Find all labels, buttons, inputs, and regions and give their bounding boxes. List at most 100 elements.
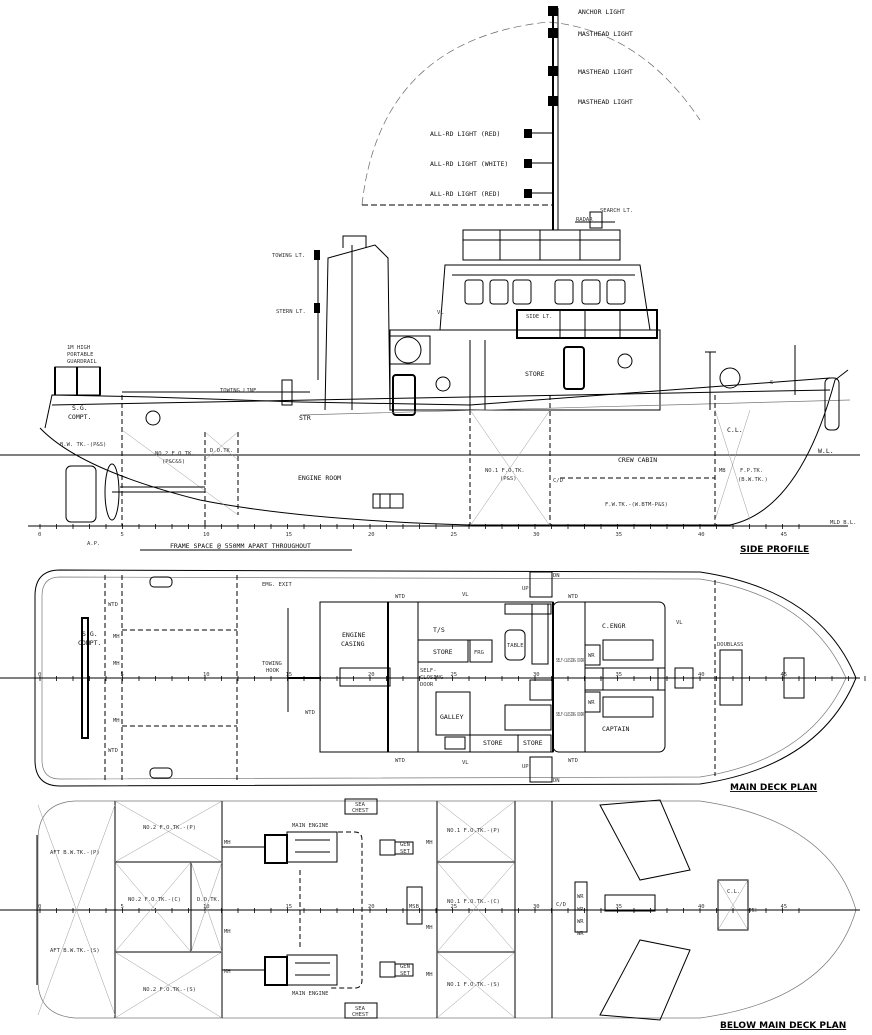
- captain-cabin-label: CAPTAIN: [602, 725, 629, 733]
- mh-label: MH: [426, 925, 433, 931]
- up-label: UP: [522, 764, 529, 770]
- mh-label: MH: [224, 969, 231, 975]
- main-engine-starboard: [222, 954, 338, 986]
- all-round-light-label: ALL-RD LIGHT (RED): [430, 130, 500, 138]
- frame-number: 45: [781, 532, 788, 538]
- tank-label: NO.2 F.O.TK.-(C): [128, 897, 181, 903]
- wr-label: WR: [577, 919, 584, 925]
- chain-locker-label: C.L.: [727, 889, 740, 895]
- cofferdam-label: C/D: [556, 902, 566, 908]
- wr-label: WR: [577, 931, 584, 937]
- wr-label: WR: [577, 894, 584, 900]
- frame-number: 30: [533, 672, 540, 678]
- frame-number: 15: [286, 672, 293, 678]
- frame-number: 5: [121, 904, 124, 910]
- cofferdam-label: C/D: [553, 478, 563, 484]
- self-closing-door-label: SELF-CLOSING DOOR: [556, 712, 584, 718]
- tank-label: NO.1 F.O.TK.-(P): [447, 828, 500, 834]
- wardrobe-label: WR: [588, 653, 595, 659]
- table-label: TABLE: [507, 643, 524, 649]
- mh-label: MH: [113, 718, 120, 724]
- sea-chest-label: CHEST: [352, 808, 369, 814]
- gen-set-label: GEN: [400, 842, 410, 848]
- masthead-light-label: MASTHEAD LIGHT: [578, 68, 633, 76]
- msb-label: MSB: [409, 904, 420, 910]
- frame-number: 35: [616, 532, 623, 538]
- fridge-label: FRG: [474, 650, 484, 656]
- frame-number: 0: [38, 672, 41, 678]
- sg-compt-label: S.G.: [82, 630, 98, 638]
- frame-number: 0: [38, 904, 41, 910]
- fw-tank-label: F.W.TK.-(W.BTM-P&S): [605, 502, 668, 508]
- guardrail-label: GUARDRAIL: [67, 359, 97, 365]
- chain-locker-label: C.L.: [727, 426, 743, 434]
- main-deck-plan-title: MAIN DECK PLAN: [730, 783, 817, 793]
- mh-label: MH: [426, 972, 433, 978]
- gen-set-label: GEN: [400, 964, 410, 970]
- vl-label: VL: [437, 310, 444, 316]
- mh-label: MH: [113, 634, 120, 640]
- masthead-light-label: MASTHEAD LIGHT: [578, 98, 633, 106]
- self-closing-door-label: SELF-CLOSING DOOR: [556, 658, 584, 664]
- gen-set-label: SET: [400, 849, 411, 855]
- stern-light-label: STERN LT.: [276, 309, 306, 315]
- s-label: S: [770, 380, 773, 386]
- wardrobe-label: WR: [588, 700, 595, 706]
- frame-number: 45: [781, 904, 788, 910]
- frame-number: 15: [286, 532, 293, 538]
- main-engine-label: MAIN ENGINE: [292, 991, 328, 997]
- fp-tank-label: F.P.TK.: [740, 468, 763, 474]
- galley-label: GALLEY: [440, 713, 464, 721]
- str-label: STR: [299, 414, 311, 422]
- frame-number: 15: [286, 904, 293, 910]
- frame-number: 25: [451, 532, 458, 538]
- sg-compt-label: COMPT.: [78, 639, 101, 647]
- self-closing-door-label: DOOR: [420, 682, 434, 688]
- towing-hook-label: TOWING: [262, 661, 282, 667]
- engine-casing-label: ENGINE: [342, 631, 366, 639]
- anchor-light-label: ANCHOR LIGHT: [578, 8, 625, 16]
- store-label: STORE: [525, 370, 545, 378]
- up-label: UP: [522, 586, 529, 592]
- frame-number: 35: [616, 904, 623, 910]
- fo-tank-label: (P&C&S): [162, 459, 185, 465]
- sea-chest-label: SEA: [355, 1006, 366, 1012]
- engine-casing-label: CASING: [341, 640, 365, 648]
- wtd-label: WTD: [305, 710, 315, 716]
- masthead-light-label: MASTHEAD LIGHT: [578, 30, 633, 38]
- mh-label: MH: [224, 929, 231, 935]
- frame-number: 10: [203, 672, 210, 678]
- toilet-shower-label: T/S: [433, 626, 445, 634]
- mast-lights: [362, 6, 558, 206]
- frame-number: 20: [368, 672, 375, 678]
- gen-set-label: SET: [400, 971, 411, 977]
- wtd-label: WTD: [568, 594, 578, 600]
- vl-label: VL: [462, 760, 469, 766]
- frame-number: 20: [368, 904, 375, 910]
- towing-light-label: TOWING LT.: [272, 253, 305, 259]
- tank-label: NO.2 F.O.TK.-(S): [143, 987, 196, 993]
- tank-label: NO.1 F.O.TK.-(S): [447, 982, 500, 988]
- frame-number: 5: [121, 532, 124, 538]
- chief-engineer-cabin-label: C.ENGR: [602, 622, 626, 630]
- below-main-deck-plan-title: BELOW MAIN DECK PLAN: [720, 1021, 846, 1031]
- sea-chest-label: SEA: [355, 802, 366, 808]
- frame-number: 0: [38, 532, 41, 538]
- store-label: STORE: [483, 739, 503, 747]
- fo-tank-label: NO.1 F.O.TK.: [485, 468, 525, 474]
- search-light-label: SEARCH LT.: [600, 208, 633, 214]
- store-label: STORE: [523, 739, 543, 747]
- mh-label: MH: [750, 908, 757, 914]
- frame-space-note: FRAME SPACE @ 550MM APART THROUGHOUT: [170, 542, 311, 550]
- emergency-exit-label: EMG. EXIT: [262, 582, 292, 588]
- wtd-label: WTD: [568, 758, 578, 764]
- frame-number: 30: [533, 904, 540, 910]
- mb-label: MB: [719, 468, 726, 474]
- frame-number: 20: [368, 532, 375, 538]
- guardrail-label: PORTABLE: [67, 352, 94, 358]
- dn-label: DN: [553, 778, 560, 784]
